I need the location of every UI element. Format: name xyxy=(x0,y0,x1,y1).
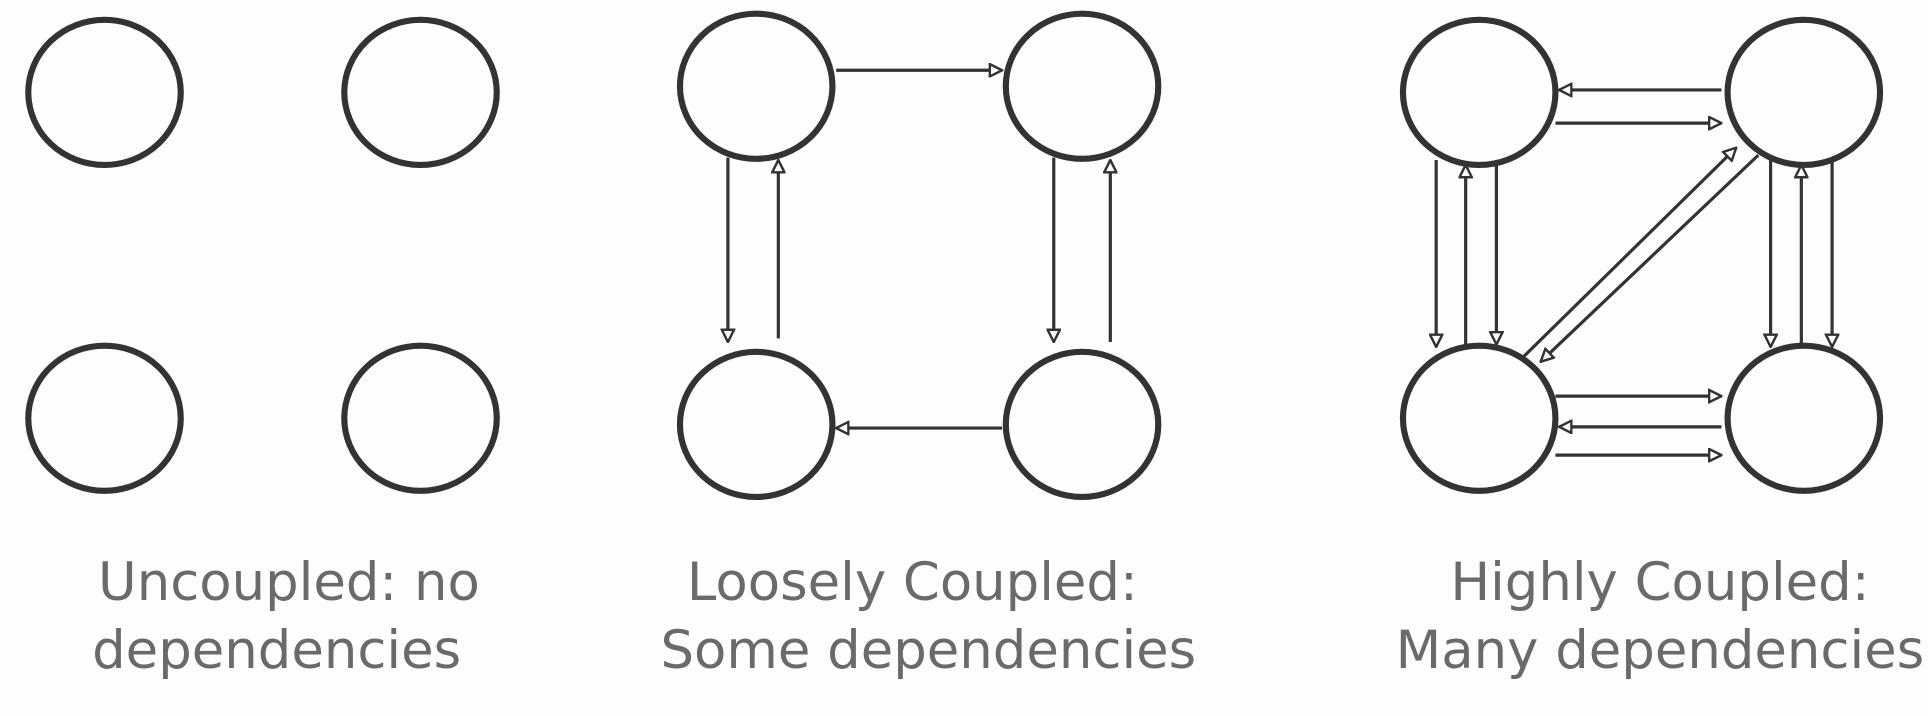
node-top-right xyxy=(1724,16,1884,169)
caption-line-1: Loosely Coupled: xyxy=(687,552,1138,613)
node-top-left xyxy=(676,10,836,162)
uncoupled-panel: Uncoupled: no dependencies xyxy=(25,16,500,681)
node-bottom-left xyxy=(1399,342,1559,494)
node-bottom-right xyxy=(341,342,500,494)
caption-line-1: Uncoupled: no xyxy=(98,552,480,613)
node-top-right xyxy=(1002,10,1162,162)
caption-line-1: Highly Coupled: xyxy=(1450,552,1869,613)
node-bottom-right xyxy=(1002,348,1162,501)
caption-line-2: dependencies xyxy=(92,620,461,681)
highly-coupled-panel: Highly Coupled: Many dependencies xyxy=(1396,16,1925,681)
node-bottom-left xyxy=(25,342,184,494)
dependency-arrow-top-right-to-bottom-left xyxy=(1541,153,1760,362)
caption-line-2: Some dependencies xyxy=(660,620,1196,681)
caption-line-2: Many dependencies xyxy=(1396,620,1925,681)
node-bottom-right xyxy=(1724,342,1884,494)
node-bottom-left xyxy=(676,348,836,501)
node-top-right xyxy=(341,16,500,169)
dependency-arrow-bottom-left-to-top-right xyxy=(1519,148,1736,361)
loosely-coupled-panel: Loosely Coupled: Some dependencies xyxy=(660,10,1196,681)
node-top-left xyxy=(1399,16,1559,169)
node-top-left xyxy=(25,16,184,169)
